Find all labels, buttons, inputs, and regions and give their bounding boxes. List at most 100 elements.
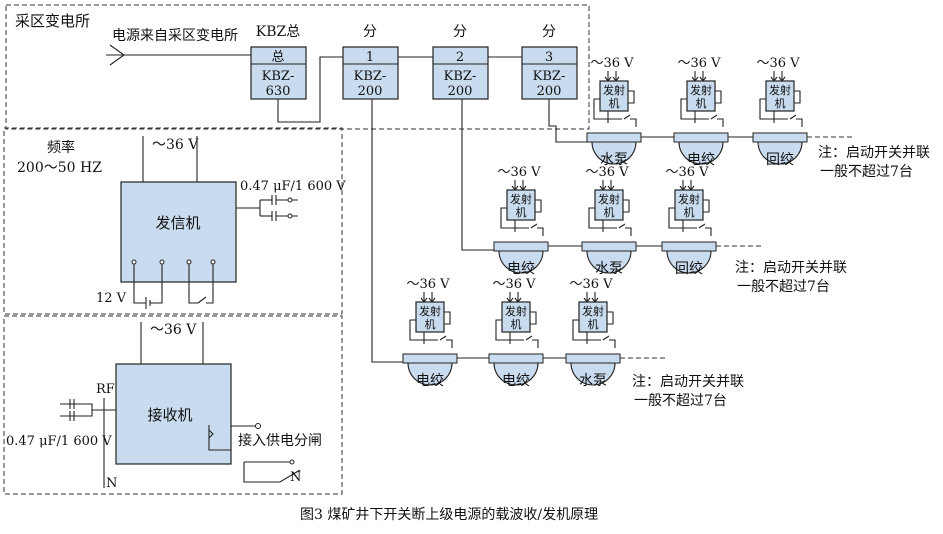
svg-text:机: 机 <box>609 96 620 110</box>
receiver-capacitor-icon <box>60 398 116 488</box>
svg-text:200: 200 <box>358 84 383 99</box>
motor-circle <box>678 141 724 165</box>
svg-text:KBZ-: KBZ- <box>444 69 477 84</box>
svg-text:机: 机 <box>511 317 522 331</box>
starter-bar <box>488 353 544 364</box>
receiver-n1-label: N <box>106 476 117 491</box>
svg-text:总: 总 <box>271 50 284 65</box>
starter-bar <box>673 132 729 143</box>
svg-text:发射: 发射 <box>678 192 700 206</box>
small-tx-voltage: ～36 V <box>590 56 634 71</box>
load-label: 回绞 <box>675 260 703 277</box>
frequency-range: 200～50 HZ <box>17 160 102 176</box>
small-tx-voltage: ～36 V <box>492 277 536 292</box>
small-transmitter-box <box>578 301 608 333</box>
svg-text:机: 机 <box>775 96 786 110</box>
svg-text:KBZ-: KBZ- <box>262 69 295 84</box>
substation-label: 采区变电所 <box>15 12 90 30</box>
transmitter-region <box>3 127 343 315</box>
battery-label: 12 V <box>96 291 127 306</box>
svg-text:机: 机 <box>588 317 599 331</box>
row-note-line2: 一般不超过7台 <box>820 164 913 180</box>
kbz-total-switch: 总 KBZ- 630 <box>250 46 307 100</box>
svg-text:机: 机 <box>604 205 615 219</box>
small-transmitter-box <box>765 80 795 112</box>
svg-text:机: 机 <box>425 317 436 331</box>
load-row-3: ～36 V发射机电绞～36 V发射机电绞～36 V发射机水泵注：启动开关并联一般… <box>402 277 744 409</box>
transmitter-capacitor-icon <box>236 195 298 221</box>
load-label: 回绞 <box>766 151 794 168</box>
starter-bar <box>752 132 808 143</box>
row-note-line2: 一般不超过7台 <box>634 393 727 409</box>
svg-text:机: 机 <box>696 96 707 110</box>
motor-circle <box>586 250 632 274</box>
receiver-rf-label: RF <box>96 382 115 397</box>
small-tx-voltage: ～36 V <box>569 277 613 292</box>
small-tx-voltage: ～36 V <box>497 165 541 180</box>
svg-text:630: 630 <box>266 84 291 99</box>
motor-circle <box>666 250 712 274</box>
row-note-line1: 注：启动开关并联 <box>818 145 930 161</box>
svg-text:发射: 发射 <box>598 192 620 206</box>
small-transmitter-box <box>415 301 445 333</box>
load-label: 电绞 <box>687 151 715 168</box>
small-transmitter-box <box>686 80 716 112</box>
row-note-line1: 注：启动开关并联 <box>632 374 744 390</box>
substation-region <box>5 4 590 130</box>
motor-circle <box>591 141 637 165</box>
starter-bar <box>661 241 717 252</box>
svg-text:发射: 发射 <box>582 304 604 318</box>
power-source-label: 电源来自采区变电所 <box>112 28 238 44</box>
receiver-output-switch <box>231 423 261 429</box>
switch-header-1: 分 <box>363 24 377 40</box>
svg-text:1: 1 <box>366 50 374 65</box>
receiver-region <box>3 315 343 495</box>
load-label: 水泵 <box>595 261 623 277</box>
kbz-branch-1-switch: 1 KBZ- 200 <box>342 46 399 100</box>
motor-circle <box>407 362 453 386</box>
receiver-capacitor-label: 0.47 μF/1 600 V <box>6 434 112 449</box>
motor-circle <box>493 362 539 386</box>
small-tx-voltage: ～36 V <box>756 56 800 71</box>
row-note-line1: 注：启动开关并联 <box>735 260 847 276</box>
load-rows: ～36 V发射机水泵～36 V发射机电绞～36 V发射机回绞注：启动开关并联一般… <box>402 56 930 409</box>
receiver-voltage: ～36 V <box>150 322 197 338</box>
small-transmitter-box <box>674 189 704 221</box>
motor-circle <box>498 250 544 274</box>
load-label: 水泵 <box>579 373 607 389</box>
svg-text:200: 200 <box>537 84 562 99</box>
incoming-arrow-icon <box>106 44 258 66</box>
svg-text:200: 200 <box>448 84 473 99</box>
figure-caption: 图3 煤矿井下开关断上级电源的载波收/发机原理 <box>300 507 598 523</box>
small-transmitter-box <box>599 80 629 112</box>
bus-wiring <box>277 56 590 363</box>
small-tx-voltage: ～36 V <box>665 165 709 180</box>
transmitter-box: 发信机 <box>120 136 237 283</box>
svg-text:发射: 发射 <box>505 304 527 318</box>
starter-bar <box>493 241 549 252</box>
small-transmitter-box <box>594 189 624 221</box>
transmitter-voltage: ～36 V <box>152 137 199 153</box>
load-row-2: ～36 V发射机电绞～36 V发射机水泵～36 V发射机回绞注：启动开关并联一般… <box>493 165 847 295</box>
load-label: 水泵 <box>600 152 628 168</box>
svg-text:发射: 发射 <box>419 304 441 318</box>
small-tx-voltage: ～36 V <box>585 165 629 180</box>
switch-header-2: 分 <box>453 24 467 40</box>
svg-text:机: 机 <box>516 205 527 219</box>
frequency-label: 频率 <box>47 139 75 156</box>
svg-text:KBZ-: KBZ- <box>533 69 566 84</box>
small-transmitter-box <box>506 189 536 221</box>
load-label: 电绞 <box>507 260 535 277</box>
small-tx-voltage: ～36 V <box>677 56 721 71</box>
small-transmitter-box <box>501 301 531 333</box>
